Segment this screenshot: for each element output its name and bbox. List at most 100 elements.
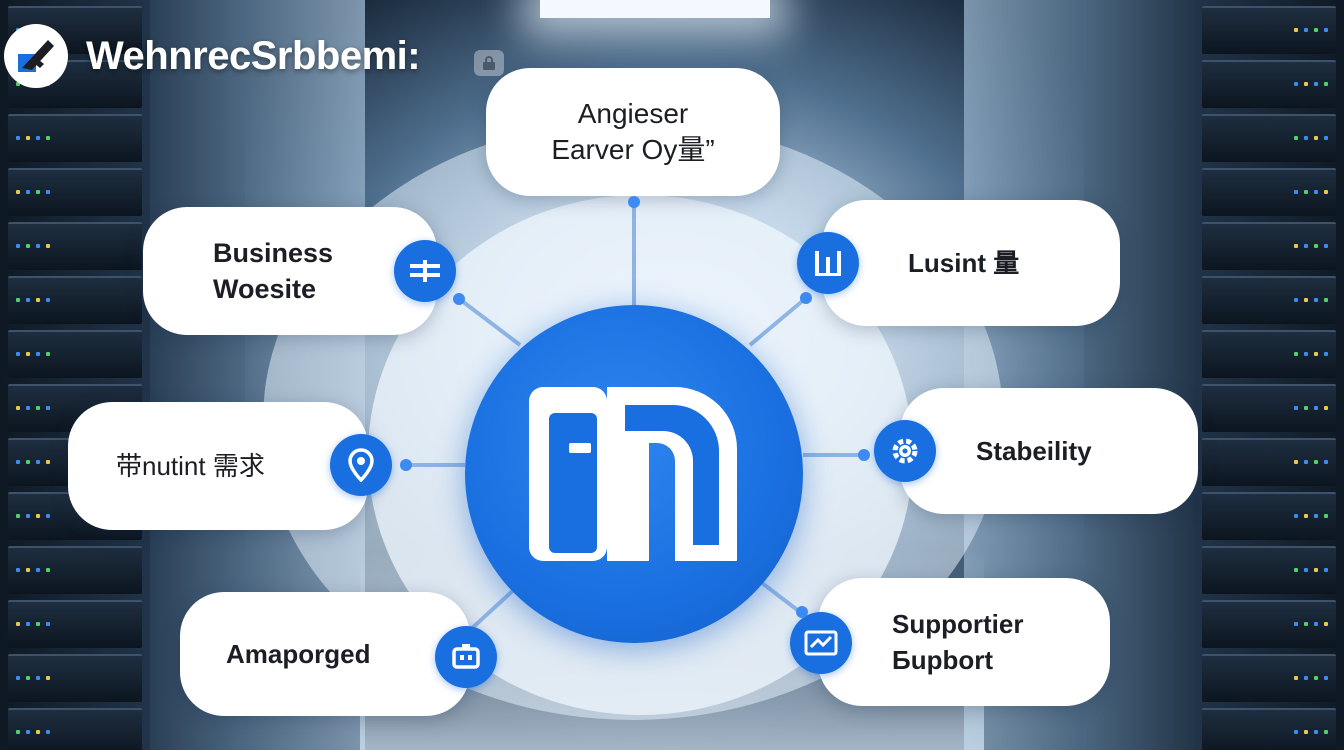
rack-led: [1304, 568, 1308, 572]
rack-unit: [1202, 600, 1336, 648]
node-lusint-label: Lusint 量: [908, 248, 1020, 278]
node-stability[interactable]: Stabeility: [900, 388, 1198, 514]
rack-led: [1294, 622, 1298, 626]
rack-led: [36, 352, 40, 356]
rack-led: [1324, 568, 1328, 572]
rack-led: [1324, 244, 1328, 248]
rack-unit: [1202, 330, 1336, 378]
rack-led: [1304, 136, 1308, 140]
rack-unit: [8, 330, 142, 378]
rack-led: [16, 568, 20, 572]
rack-led: [26, 460, 30, 464]
rack-led: [1304, 676, 1308, 680]
connector-dot: [628, 196, 640, 208]
rack-unit: [8, 222, 142, 270]
rack-led: [1294, 730, 1298, 734]
chart-trend-icon: [790, 612, 852, 674]
node-amaporged[interactable]: Amaporged: [180, 592, 470, 716]
rack-led: [1324, 28, 1328, 32]
rack-led: [1314, 82, 1318, 86]
rack-led: [36, 190, 40, 194]
rack-unit: [1202, 168, 1336, 216]
node-top[interactable]: Angieser Earver Oy量”: [486, 68, 780, 196]
rack-led: [46, 298, 50, 302]
rack-led: [1304, 190, 1308, 194]
connector-dot: [858, 449, 870, 461]
rack-led: [1294, 460, 1298, 464]
rack-unit: [1202, 492, 1336, 540]
rack-led: [1304, 406, 1308, 410]
rack-led: [1314, 676, 1318, 680]
rack-led: [1324, 676, 1328, 680]
rack-led: [46, 676, 50, 680]
rack-led: [1324, 82, 1328, 86]
rack-unit: [1202, 222, 1336, 270]
central-hub[interactable]: [465, 305, 803, 643]
hub-logo-icon: [529, 387, 737, 561]
rack-led: [26, 244, 30, 248]
rack-led: [46, 622, 50, 626]
rack-led: [1294, 298, 1298, 302]
rack-led: [36, 730, 40, 734]
rack-unit: [1202, 276, 1336, 324]
rack-unit: [1202, 114, 1336, 162]
rack-led: [1324, 514, 1328, 518]
node-nutint[interactable]: 带nutint 需求: [68, 402, 368, 530]
node-business-website[interactable]: Business Woesite: [143, 207, 437, 335]
divide-icon: [394, 240, 456, 302]
rack-led: [36, 676, 40, 680]
rack-led: [46, 514, 50, 518]
rack-led: [1324, 352, 1328, 356]
rack-led: [16, 514, 20, 518]
rack-led: [26, 136, 30, 140]
rack-led: [1324, 190, 1328, 194]
rack-unit: [8, 114, 142, 162]
rack-led: [1294, 568, 1298, 572]
rack-led: [1304, 514, 1308, 518]
rack-led: [26, 406, 30, 410]
node-lusint[interactable]: Lusint 量: [822, 200, 1120, 326]
node-business-website-label: Business Woesite: [213, 238, 334, 304]
rack-led: [16, 352, 20, 356]
rack-led: [46, 460, 50, 464]
server-rack-right-near: [1194, 0, 1344, 750]
rack-led: [16, 136, 20, 140]
rack-led: [1294, 514, 1298, 518]
rack-led: [16, 622, 20, 626]
rack-led: [1324, 622, 1328, 626]
connector-dot: [453, 293, 465, 305]
rack-led: [1314, 568, 1318, 572]
rack-led: [16, 298, 20, 302]
lock-icon: [474, 50, 504, 76]
rack-led: [1294, 352, 1298, 356]
rack-led: [1304, 244, 1308, 248]
rack-led: [1294, 28, 1298, 32]
rack-led: [16, 730, 20, 734]
rack-led: [46, 244, 50, 248]
rack-led: [16, 676, 20, 680]
rack-led: [26, 676, 30, 680]
brand-logo-icon[interactable]: [4, 24, 68, 88]
rack-unit: [1202, 708, 1336, 750]
rack-led: [46, 136, 50, 140]
rack-led: [36, 514, 40, 518]
rack-unit: [1202, 384, 1336, 432]
rack-led: [1314, 298, 1318, 302]
rack-led: [1294, 406, 1298, 410]
rack-led: [36, 568, 40, 572]
node-top-label: Angieser Earver Oy量”: [551, 98, 715, 165]
node-supporter[interactable]: Supportier Бupbort: [818, 578, 1110, 706]
rack-led: [36, 298, 40, 302]
rack-unit: [8, 708, 142, 750]
rack-led: [36, 136, 40, 140]
rack-unit: [8, 168, 142, 216]
rack-led: [1324, 136, 1328, 140]
rack-unit: [1202, 60, 1336, 108]
rack-led: [26, 298, 30, 302]
rack-led: [1314, 460, 1318, 464]
brand-title: WehnrecSrbbemi:: [86, 34, 421, 78]
rack-unit: [1202, 6, 1336, 54]
rack-unit: [8, 600, 142, 648]
rack-led: [16, 82, 20, 86]
location-pin-icon: [330, 434, 392, 496]
